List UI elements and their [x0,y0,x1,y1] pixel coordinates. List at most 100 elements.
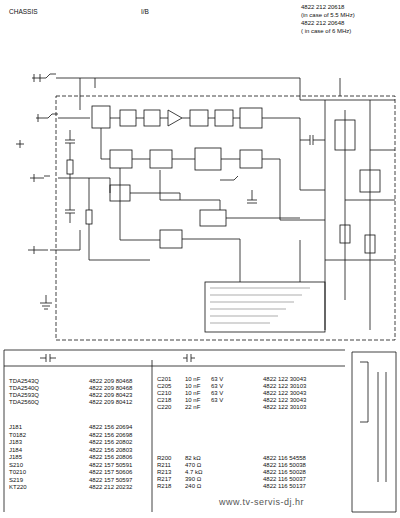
table-cell: J183 [8,439,23,446]
table-cell: 4822 122 30043 [262,390,307,397]
wire [110,178,300,260]
wire [110,118,300,190]
table-cell: R217 [156,476,172,483]
plug-symbol [30,174,50,182]
note-line [210,302,294,303]
table-cell: 4822 156 20698 [88,432,133,439]
resistor-symbol [86,210,92,224]
board-label: I/B [140,8,150,15]
ic-block [120,110,136,126]
amplifier-symbol [168,110,182,126]
table-cell: 4822 157 50591 [88,462,133,469]
table-cell: 4822 157 50597 [88,477,133,484]
table-cell: 4822 209 80412 [88,399,133,406]
table-cell: 240 Ω [184,483,202,490]
table-cell: 4822 209 80468 [88,378,133,385]
table-cell: (in case of 5.5 MHz) [300,12,356,19]
table-cell: 4822 156 20694 [88,424,133,431]
table-cell: 10 nF [184,397,201,404]
table-cell: 4822 122 30103 [262,383,307,390]
table-cell: S210 [8,462,24,469]
table-cell: TDA2540Q [8,385,40,392]
table-cell: 4822 156 20806 [88,454,133,461]
ic-block [240,150,262,168]
terminal-symbol [16,140,24,148]
capacitor-symbol [65,200,75,223]
table-cell: C210 [156,390,172,397]
table-cell: T0210 [8,469,27,476]
table-cell: 63 V [210,376,224,383]
table-cell: C218 [156,397,172,404]
ic-block [110,185,130,201]
wire [56,78,395,110]
resistor-symbol [67,160,73,174]
table-cell: 82 kΩ [184,455,202,462]
wire [70,153,150,260]
table-cell: C201 [156,376,172,383]
table-rule [4,350,345,512]
note-line [210,309,286,310]
ic-block [190,110,208,126]
table-cell: J184 [8,447,23,454]
table-cell: R200 [156,455,172,462]
table-cell: 63 V [210,383,224,390]
table-cell: T0182 [8,432,27,439]
table-cell: S219 [8,477,24,484]
table-cell: TDA2560Q [8,399,40,406]
wire [325,100,395,330]
capacitor-symbol [65,130,75,153]
resistor-symbol [340,225,350,243]
capacitor-symbol [183,354,195,362]
table-cell: 4822 212 20232 [88,484,133,491]
table-cell: J185 [8,454,23,461]
table-cell: 63 V [210,390,224,397]
wire [120,168,220,240]
capacitor-symbol [40,354,56,362]
table-cell: 4822 157 50606 [88,469,133,476]
table-cell: 4822 212 20618 [300,4,345,11]
ic-block [92,106,110,128]
table-cell: J181 [8,424,23,431]
ic-block [110,150,132,168]
ic-block [200,210,226,226]
panel-frame [352,352,396,512]
note-line [210,316,278,317]
table-cell: 10 nF [184,383,201,390]
watermark: www.tv-servis-dj.hr [218,497,305,507]
plug-symbol [32,74,56,82]
table-cell: 4822 212 20648 [300,20,345,27]
ic-block [195,148,221,170]
note-line [210,323,270,324]
resistor-symbol [365,235,375,253]
board-outline [56,96,395,340]
table-cell: 10 nF [184,390,201,397]
table-cell: 4.7 kΩ [184,469,204,476]
table-cell: 4822 122 30043 [262,397,307,404]
table-cell: KT220 [8,484,28,491]
table-cell: R213 [156,469,172,476]
ic-block [335,120,355,150]
note-frame [205,282,325,332]
table-cell: R218 [156,483,172,490]
table-cell: 390 Ω [184,476,202,483]
table-cell: 4822 156 20803 [88,447,133,454]
table-cell: 4822 116 50037 [262,476,307,483]
ic-block [215,110,233,126]
wire [101,128,280,220]
table-cell: 4822 116 50028 [262,469,307,476]
table-cell: 4822 116 50137 [262,483,307,490]
table-cell: 4822 122 30103 [262,404,307,411]
table-cell: 4822 156 20802 [88,439,133,446]
wire [240,240,300,282]
ic-block [160,230,182,248]
table-cell: C220 [156,404,172,411]
table-cell: TDA2593Q [8,392,40,399]
plug-symbol [28,246,48,254]
note-line [210,295,302,296]
ic-block [360,170,380,192]
table-cell: 4822 116 50038 [262,462,307,469]
chassis-label: CHASSIS [8,8,39,15]
wire [280,135,325,220]
table-cell: ( in case of 6 MHz) [300,28,352,35]
